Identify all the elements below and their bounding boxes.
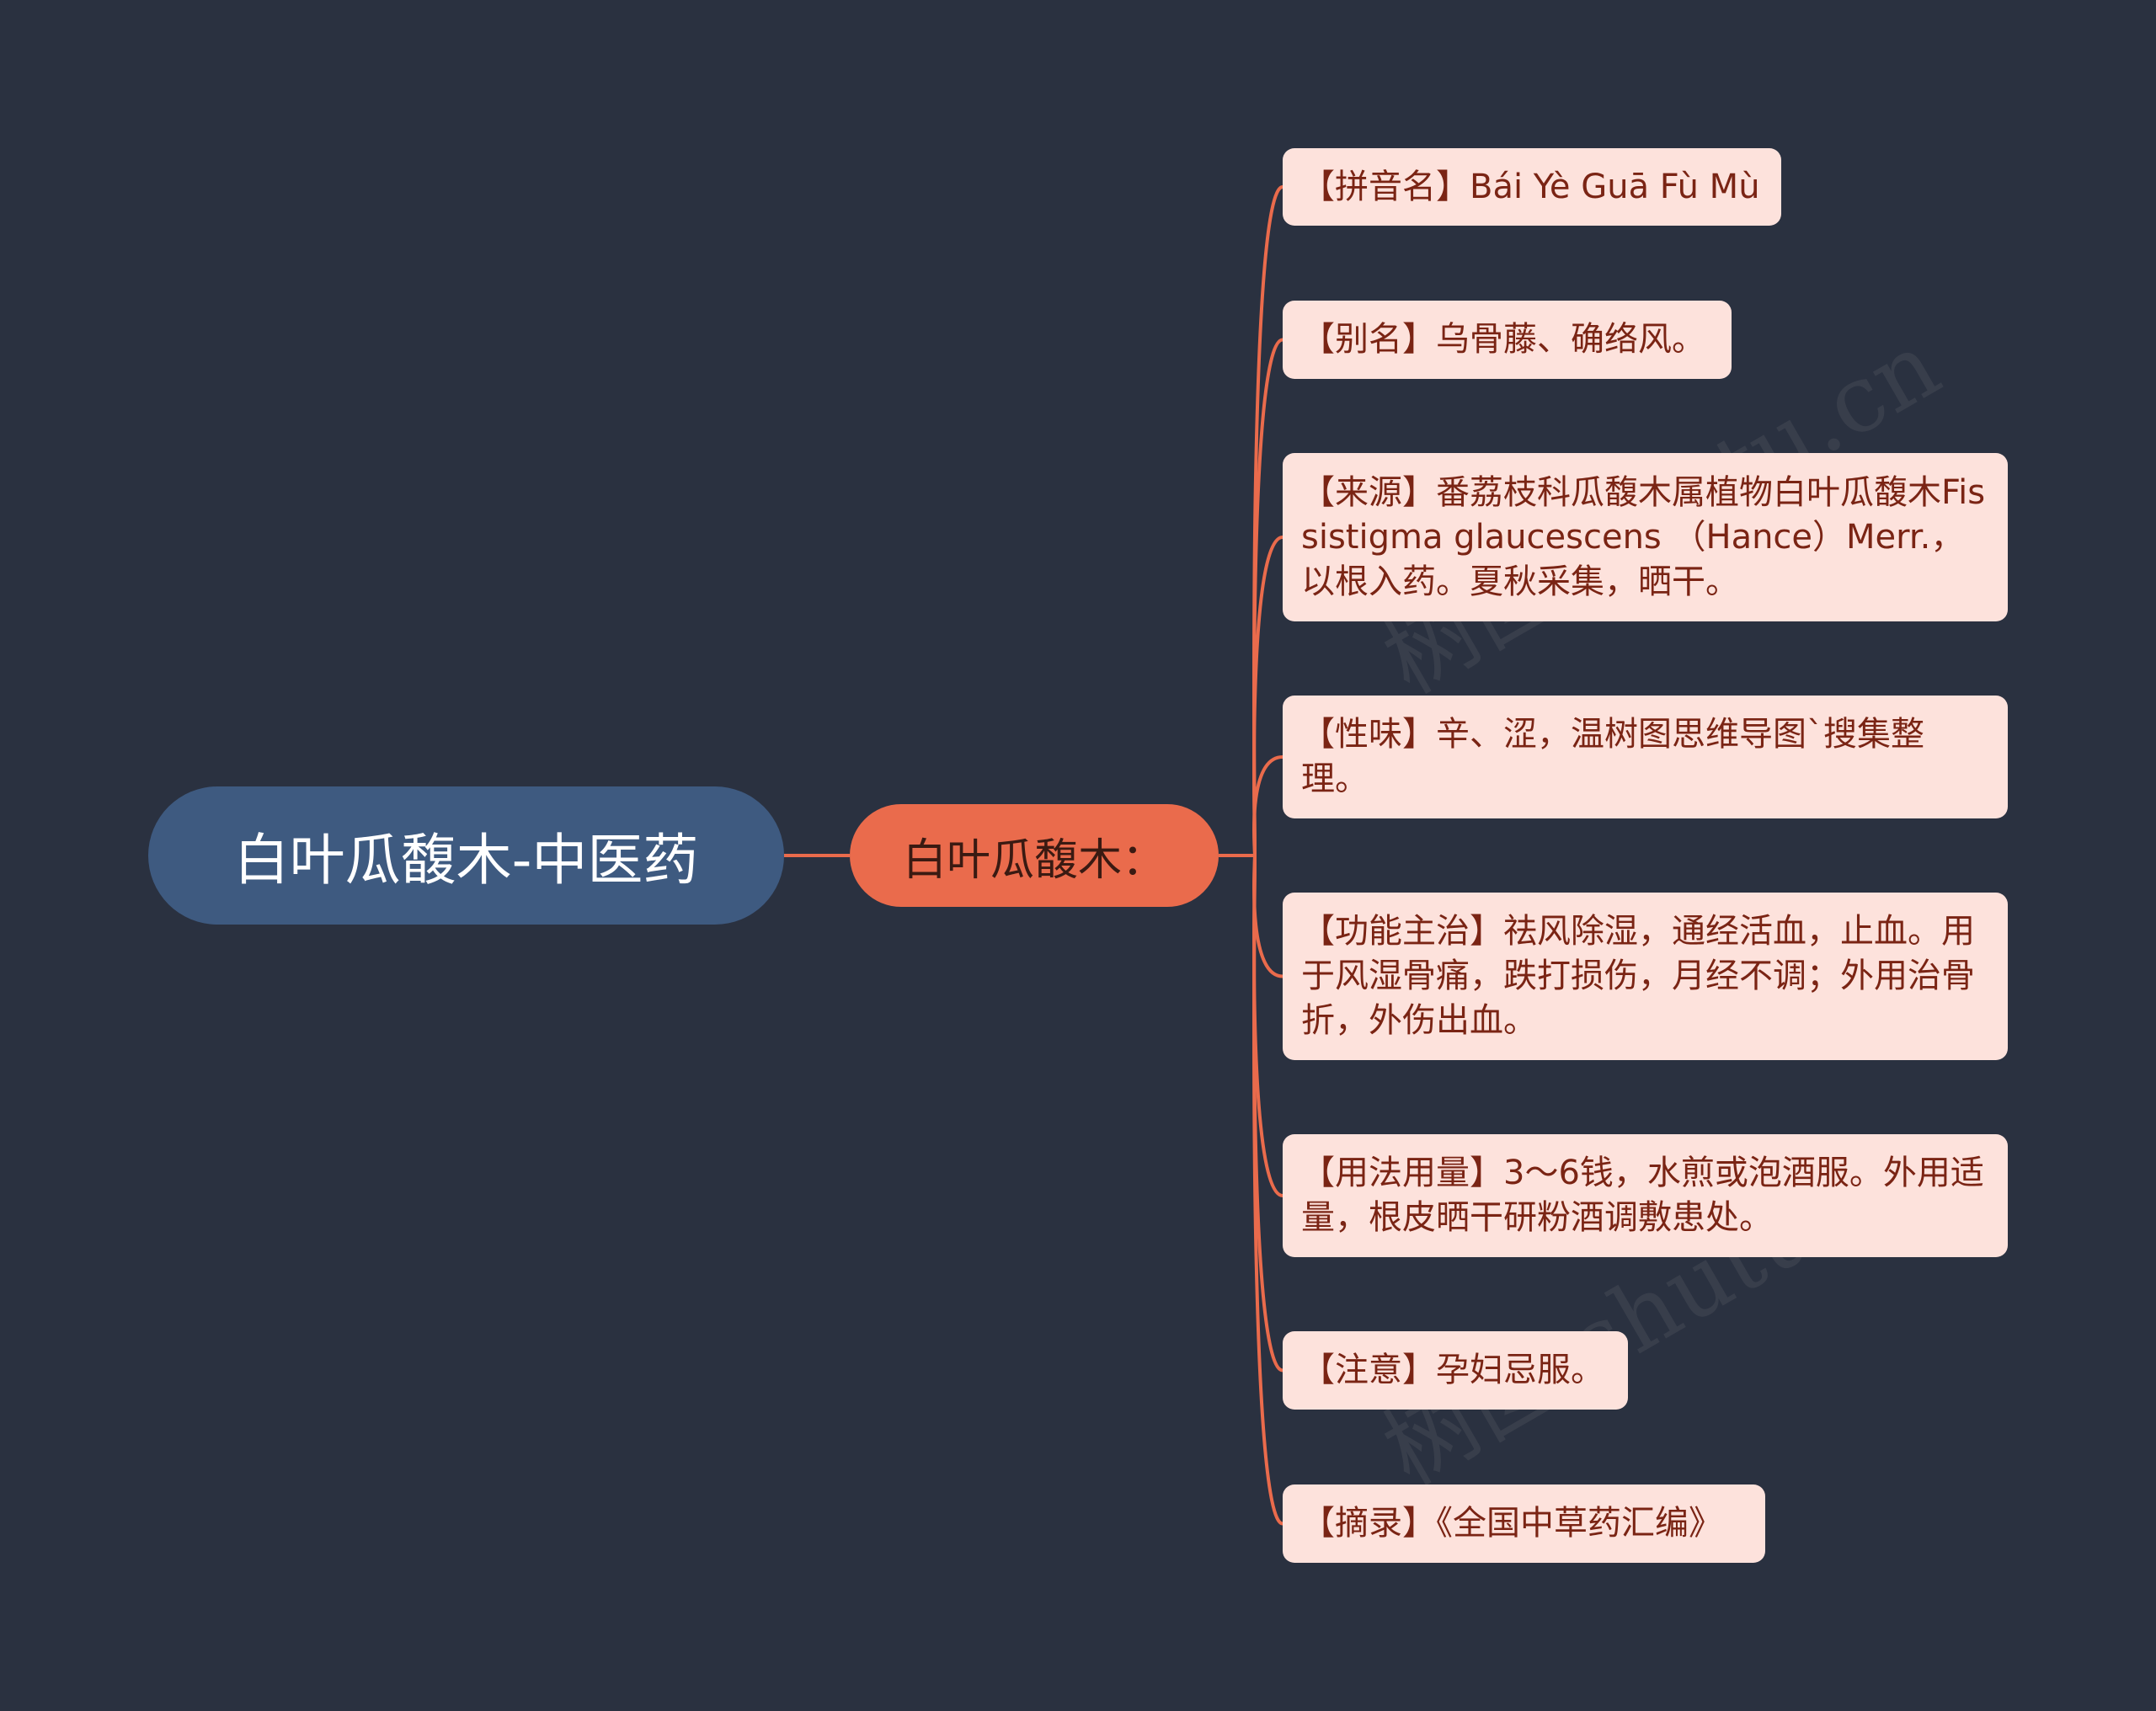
leaf-node-pinyin[interactable]: 【拼音名】Bái Yè Guā Fù Mù <box>1283 148 1781 226</box>
leaf-node-dosage[interactable]: 【用法用量】3～6钱，水煎或泡酒服。外用适量，根皮晒干研粉酒调敷患处。 <box>1283 1134 2008 1257</box>
leaf-node-label: 【性味】辛、涩，温树图思维导图`搜集整理。 <box>1301 715 1924 798</box>
leaf-node-label: 【注意】孕妇忌服。 <box>1301 1351 1604 1389</box>
connector-leaf <box>1251 855 1283 1197</box>
leaf-node-alias[interactable]: 【别名】乌骨藤、确络风。 <box>1283 301 1732 379</box>
root-node-label: 白叶瓜馥木-中医药 <box>233 828 699 893</box>
leaf-node-label: 【来源】番荔枝科瓜馥木属植物白叶瓜馥木Fissistigma glaucesce… <box>1301 472 1986 601</box>
leaf-node-label: 【拼音名】Bái Yè Guā Fù Mù <box>1301 167 1760 206</box>
leaf-node-source[interactable]: 【来源】番荔枝科瓜馥木属植物白叶瓜馥木Fissistigma glaucesce… <box>1283 453 2008 621</box>
leaf-node-taste[interactable]: 【性味】辛、涩，温树图思维导图`搜集整理。 <box>1283 696 2008 818</box>
connector-leaf <box>1252 855 1283 978</box>
connector-leaf <box>1252 536 1283 856</box>
leaf-node-label: 【摘录】《全国中草药汇编》 <box>1301 1504 1722 1543</box>
connector-leaf <box>1251 755 1283 856</box>
root-node[interactable]: 白叶瓜馥木-中医药 <box>148 786 784 925</box>
leaf-node-label: 【别名】乌骨藤、确络风。 <box>1301 320 1705 359</box>
leaf-node-excerpt[interactable]: 【摘录】《全国中草药汇编》 <box>1283 1484 1765 1563</box>
branch-node[interactable]: 白叶瓜馥木： <box>850 804 1219 907</box>
leaf-node-label: 【用法用量】3～6钱，水煎或泡酒服。外用适量，根皮晒干研粉酒调敷患处。 <box>1301 1154 1984 1237</box>
leaf-node-function[interactable]: 【功能主治】祛风除湿，通经活血，止血。用于风湿骨痛，跌打损伤，月经不调；外用治骨… <box>1283 893 2008 1060</box>
leaf-node-caution[interactable]: 【注意】孕妇忌服。 <box>1283 1331 1628 1410</box>
leaf-node-label: 【功能主治】祛风除湿，通经活血，止血。用于风湿骨痛，跌打损伤，月经不调；外用治骨… <box>1301 912 1975 1040</box>
connector-leaf <box>1251 855 1283 1526</box>
branch-node-label: 白叶瓜馥木： <box>902 834 1166 886</box>
